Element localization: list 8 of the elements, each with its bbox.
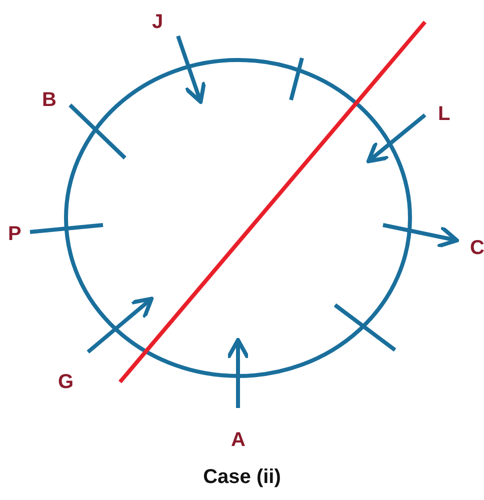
point-label: P <box>8 224 22 244</box>
point-label: A <box>231 430 246 450</box>
point-label: L <box>438 104 450 124</box>
point-label: C <box>470 238 484 258</box>
point-label: B <box>42 90 56 110</box>
point-label: J <box>152 12 164 32</box>
caption: Case (ii) <box>202 466 282 489</box>
point-label: G <box>58 372 74 392</box>
